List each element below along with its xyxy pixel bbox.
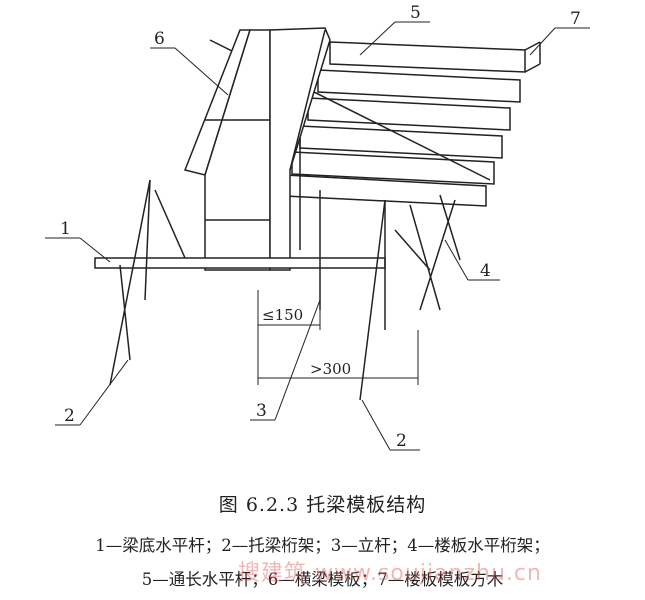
dimension-300: >300 [310,360,351,378]
label-1: 1 [60,219,71,239]
dimension-lines [257,290,419,385]
watermark: 搜建筑 www.soujianzhu.cn [238,561,542,586]
beam-bottom-bar [94,257,386,269]
legend-line-2: 5—通长水平杆；6—横梁模板；7—楼板模板方木 [141,570,504,589]
label-7: 7 [570,9,581,29]
label-2-left: 2 [64,406,75,426]
truss-and-posts [109,179,461,401]
figure-title: 图 6.2.3 托梁模板结构 [218,494,427,516]
label-6: 6 [154,29,165,49]
label-3: 3 [256,401,267,421]
beam-formwork [183,27,331,271]
label-4: 4 [480,261,491,281]
slab-joists [284,41,541,207]
label-2-right: 2 [396,431,407,451]
dimension-150: ≤150 [262,306,303,324]
leader-lines [45,21,590,451]
legend-line-1: 1—梁底水平杆；2—托梁桁架；3—立杆；4—楼板水平桁架； [95,536,550,555]
label-5: 5 [410,3,421,23]
